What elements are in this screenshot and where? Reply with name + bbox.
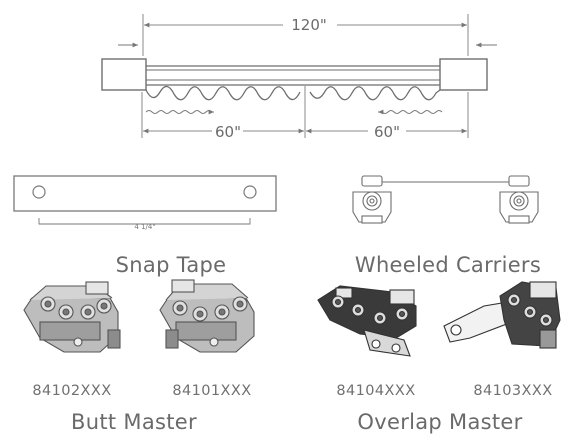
overlap-master-84104 — [317, 285, 417, 357]
left-half-dimension-label: 60" — [215, 123, 241, 141]
drapery-folds — [145, 85, 441, 101]
snap-tape-caption: Snap Tape — [115, 253, 227, 277]
overlap-master-caption: Overlap Master — [357, 410, 523, 434]
snap-tape-spacing-label: 4 1/4" — [134, 223, 155, 231]
wheeled-carriers — [352, 175, 539, 224]
stack-direction-arrows — [145, 109, 443, 115]
carrier-left — [352, 175, 392, 224]
wheeled-carriers-caption: Wheeled Carriers — [354, 253, 542, 277]
butt-master-84102 — [23, 281, 121, 353]
part-number-84102: 84102XXX — [32, 383, 112, 399]
overlap-master-84103 — [443, 281, 561, 349]
right-half-dimension-label: 60" — [374, 123, 400, 141]
overall-dimension — [142, 14, 469, 56]
half-dimensions — [141, 92, 469, 138]
part-number-84104: 84104XXX — [336, 383, 416, 399]
butt-master-caption: Butt Master — [71, 410, 197, 434]
butt-master-84101 — [159, 279, 255, 353]
snap-tape — [13, 175, 277, 225]
part-number-84103: 84103XXX — [473, 383, 553, 399]
track-rail — [101, 58, 488, 91]
part-number-84101: 84101XXX — [172, 383, 252, 399]
overall-dimension-label: 120" — [291, 16, 327, 34]
carrier-right — [499, 175, 539, 224]
